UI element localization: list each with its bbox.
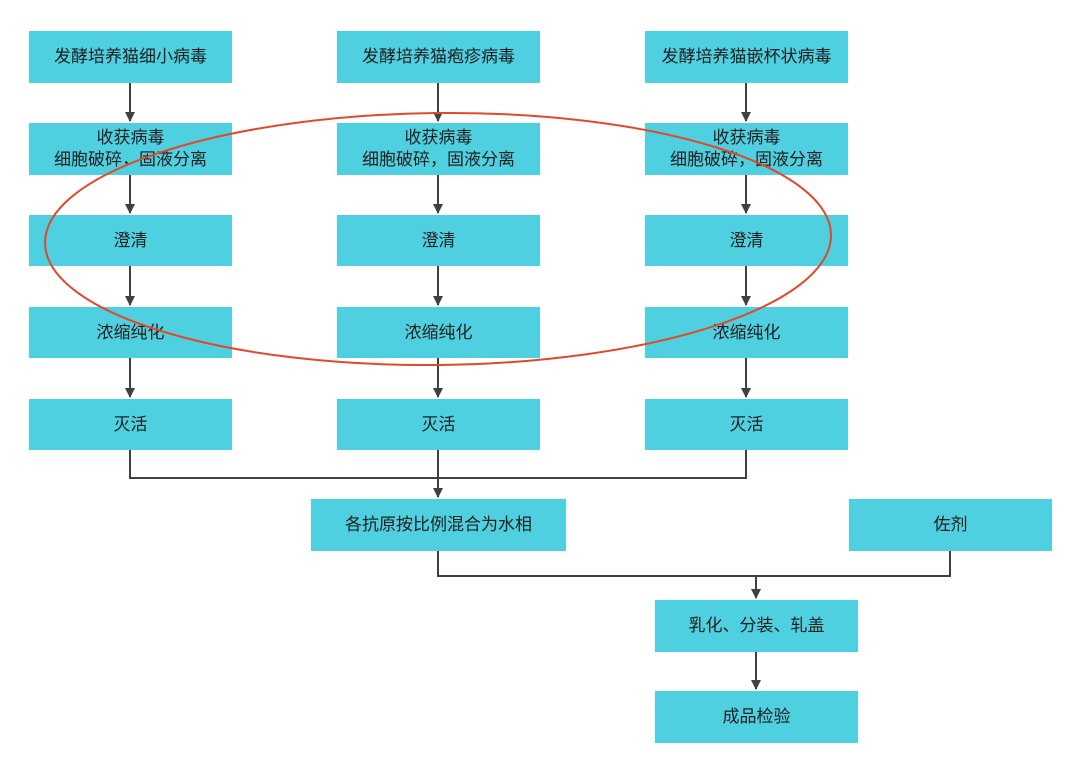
col3-inactivate-box: 灭活 [645,399,848,450]
emulsify-fill-cap-box: 乳化、分装、轧盖 [655,600,858,652]
col2-concentrate-box: 浓缩纯化 [337,307,540,358]
col2-harvest-box: 收获病毒 细胞破碎，固液分离 [337,123,540,175]
col1-harvest-box: 收获病毒 细胞破碎，固液分离 [29,123,232,175]
col1-clarify-box: 澄清 [29,215,232,266]
mix-antigens-box: 各抗原按比例混合为水相 [311,499,566,551]
col3-concentrate-box: 浓缩纯化 [645,307,848,358]
adjuvant-box: 佐剂 [849,499,1052,551]
final-product-test-box: 成品检验 [655,691,858,743]
merge-mix-adjuvant-line [437,551,951,577]
col3-culture-box: 发酵培养猫嵌杯状病毒 [645,31,848,83]
col1-inactivate-box: 灭活 [29,399,232,450]
col1-culture-box: 发酵培养猫细小病毒 [29,31,232,83]
col2-inactivate-box: 灭活 [337,399,540,450]
col2-culture-box: 发酵培养猫疱疹病毒 [337,31,540,83]
col3-clarify-box: 澄清 [645,215,848,266]
col3-harvest-box: 收获病毒 细胞破碎，固液分离 [645,123,848,175]
col1-concentrate-box: 浓缩纯化 [29,307,232,358]
col2-clarify-box: 澄清 [337,215,540,266]
